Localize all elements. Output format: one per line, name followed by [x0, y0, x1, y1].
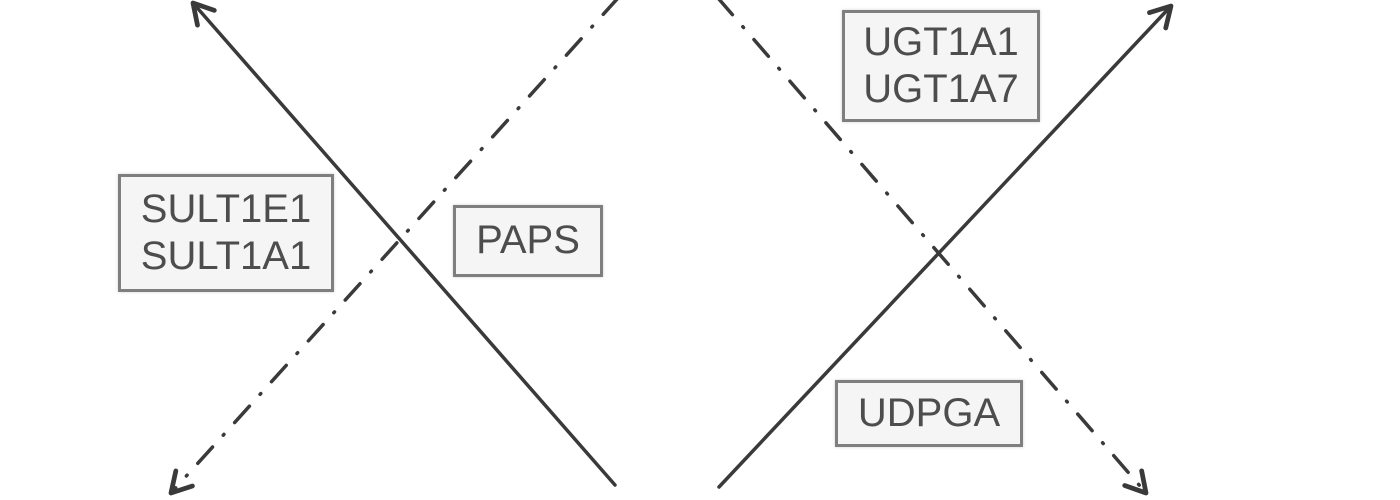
left-solid-arrow: [190, 0, 617, 487]
node-paps-cofactor: PAPS: [453, 205, 603, 277]
node-label: PAPS: [476, 218, 580, 263]
left-dashdot-arrow: [168, 0, 619, 496]
node-label: UDPGA: [857, 390, 1001, 435]
right-dashdot-arrow: [717, 0, 1149, 496]
node-ugt-enzymes: UGT1A1 UGT1A7: [842, 10, 1040, 122]
node-sult-enzymes: SULT1E1 SULT1A1: [118, 174, 334, 292]
node-label: UGT1A7: [863, 67, 1019, 111]
node-label: UGT1A1: [863, 19, 1019, 64]
node-label: SULT1E1: [140, 186, 312, 231]
node-udpga-cofactor: UDPGA: [835, 380, 1023, 447]
right-solid-arrow: [717, 3, 1174, 489]
node-label: SULT1A1: [140, 234, 312, 278]
